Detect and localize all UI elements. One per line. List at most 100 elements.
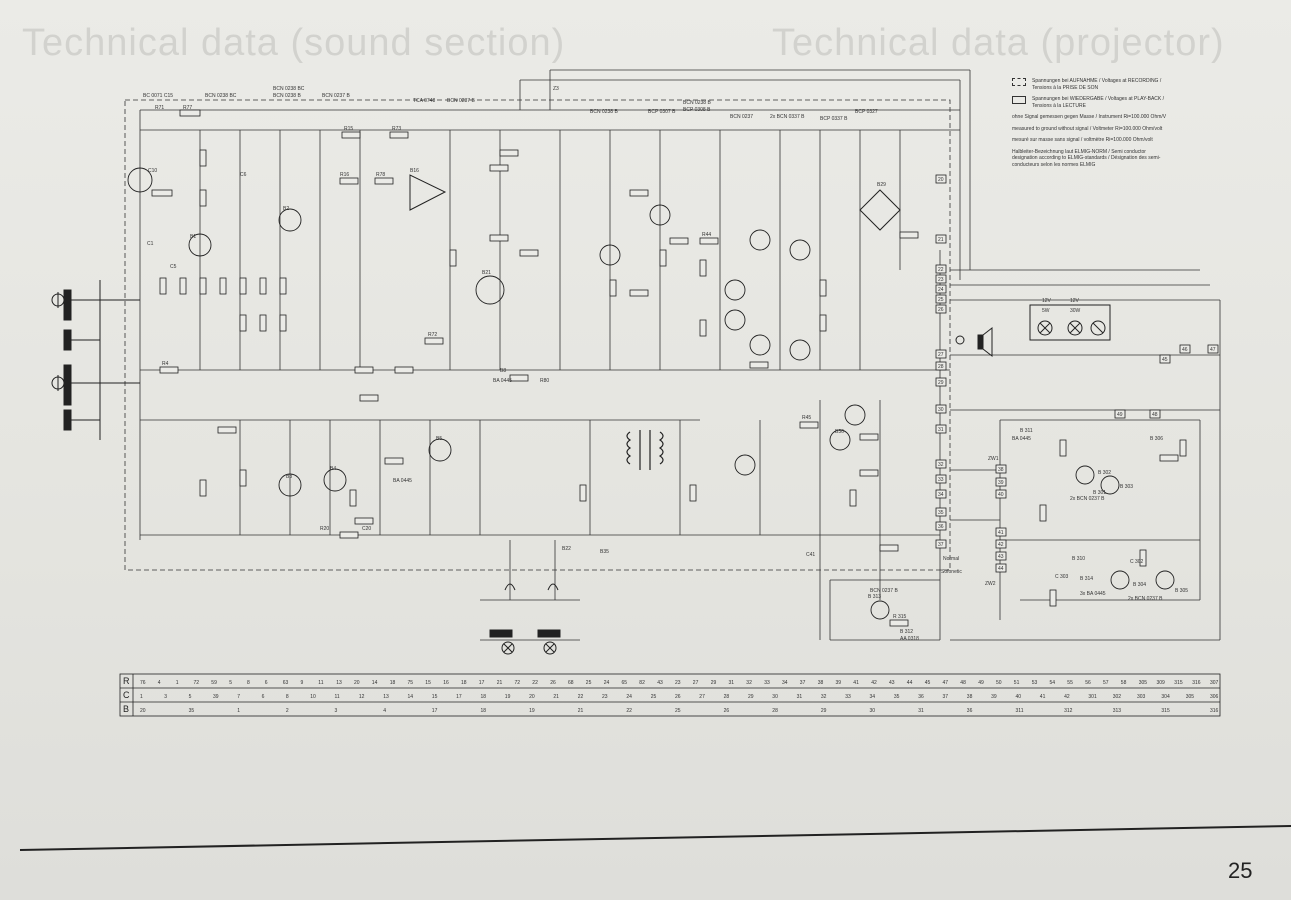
table-cell: 33 <box>845 694 851 700</box>
terminal-number: 23 <box>938 277 944 283</box>
table-cell: 1 <box>176 680 179 686</box>
label-r16: R16 <box>340 172 349 178</box>
label-r45: R45 <box>802 415 811 421</box>
table-cell: 20 <box>140 708 146 714</box>
label-c1: C1 <box>147 241 154 247</box>
terminal-number: 31 <box>938 427 944 433</box>
table-cell: 303 <box>1137 694 1146 700</box>
label-lamp-5w: 5W <box>1042 308 1050 314</box>
table-cell: 305 <box>1186 694 1195 700</box>
table-cell: 312 <box>1064 708 1073 714</box>
table-cell: 24 <box>604 680 610 686</box>
table-cell: 50 <box>996 680 1002 686</box>
table-cell: 36 <box>967 708 973 714</box>
table-cell: 22 <box>532 680 538 686</box>
label-b1: B1 <box>190 234 196 240</box>
label-b310: B 310 <box>1072 556 1085 562</box>
terminal-number: 30 <box>938 407 944 413</box>
label-r15: R15 <box>344 126 353 132</box>
table-cell: 22 <box>626 708 632 714</box>
table-cell: 72 <box>515 680 521 686</box>
legend-swatch-dashed <box>1012 78 1026 86</box>
table-cell: 29 <box>821 708 827 714</box>
label-top-5: BCN 0237 B <box>322 93 350 99</box>
speaker-symbol <box>977 326 993 358</box>
label-c20: C20 <box>362 526 371 532</box>
table-cell: 40 <box>1016 694 1022 700</box>
label-b21: B21 <box>482 270 491 276</box>
table-cell: 2 <box>286 708 289 714</box>
label-b2: B2 <box>283 206 289 212</box>
label-top-4: BCN 0238 B <box>273 93 301 99</box>
table-cell: 309 <box>1157 680 1166 686</box>
label-r4: R4 <box>162 361 169 367</box>
table-cell: 38 <box>818 680 824 686</box>
table-cell: 22 <box>578 694 584 700</box>
table-cell: 17 <box>456 694 462 700</box>
label-b306: B 306 <box>1150 436 1163 442</box>
label-z3: Z3 <box>553 86 559 92</box>
table-cell: 34 <box>782 680 788 686</box>
table-cell: 10 <box>310 694 316 700</box>
label-sofonetic: Sofonetic <box>941 569 962 575</box>
table-cell: 18 <box>390 680 396 686</box>
label-lamp-12v: 12V <box>1042 298 1052 304</box>
table-cell: 28 <box>724 694 730 700</box>
label-c6: C6 <box>240 172 247 178</box>
label-bcn0237b-2: 2x BCN 0237 B <box>1128 596 1163 602</box>
table-cell: 47 <box>943 680 949 686</box>
terminal-number: 27 <box>938 352 944 358</box>
label-b301: B 301 <box>1093 490 1106 496</box>
table-cell: 17 <box>432 708 438 714</box>
table-cell: 11 <box>318 680 323 686</box>
table-cell: 6 <box>265 680 268 686</box>
table-row-letter-r: R <box>123 676 130 686</box>
table-cell: 1 <box>237 708 240 714</box>
table-cell: 20 <box>529 694 535 700</box>
table-cell: 14 <box>408 694 414 700</box>
table-cell: 48 <box>960 680 966 686</box>
label-b312: B 312 <box>900 629 913 635</box>
table-cell: 28 <box>772 708 778 714</box>
background-title-right: Technical data (projector) <box>772 22 1225 64</box>
table-cell: 1 <box>140 694 143 700</box>
table-cell: 315 <box>1174 680 1183 686</box>
label-mid-1: BCN 0238 B <box>590 109 618 115</box>
table-cell: 68 <box>568 680 574 686</box>
bottom-rule <box>19 825 1291 851</box>
table-cell: 8 <box>247 680 250 686</box>
table-cell: 18 <box>481 694 487 700</box>
table-cell: 29 <box>711 680 717 686</box>
transformer-symbol <box>626 430 664 470</box>
terminal-number: 48 <box>1152 412 1158 418</box>
terminal-number: 41 <box>998 530 1004 536</box>
legend-measured-note: measured to ground without signal / Volt… <box>1012 125 1163 132</box>
table-cell: 3 <box>164 694 167 700</box>
label-r77: R77 <box>183 105 192 111</box>
label-c10: C10 <box>148 168 157 174</box>
terminal-number: 44 <box>998 566 1004 572</box>
opamp-symbol <box>409 174 447 211</box>
label-b8: B8 <box>500 368 506 374</box>
table-cell: 75 <box>408 680 414 686</box>
table-cell: 304 <box>1161 694 1170 700</box>
table-cell: 37 <box>800 680 806 686</box>
table-cell: 26 <box>724 708 730 714</box>
table-cell: 19 <box>505 694 511 700</box>
table-cell: 23 <box>675 680 681 686</box>
label-mid-8: BCP 0337 B <box>820 116 848 122</box>
legend-swatch-solid <box>1012 96 1026 104</box>
table-cell: 44 <box>907 680 913 686</box>
table-cell: 5 <box>229 680 232 686</box>
table-cell: 305 <box>1139 680 1148 686</box>
label-top-7: BCN 0237 B <box>447 98 475 104</box>
label-b29: B29 <box>877 182 886 188</box>
table-cell: 18 <box>481 708 487 714</box>
table-cell: 35 <box>894 694 900 700</box>
label-b305: B 305 <box>1175 588 1188 594</box>
table-cell: 3 <box>335 708 338 714</box>
table-cell: 26 <box>675 694 681 700</box>
table-cell: 43 <box>657 680 663 686</box>
table-cell: 20 <box>354 680 360 686</box>
table-cell: 42 <box>871 680 877 686</box>
